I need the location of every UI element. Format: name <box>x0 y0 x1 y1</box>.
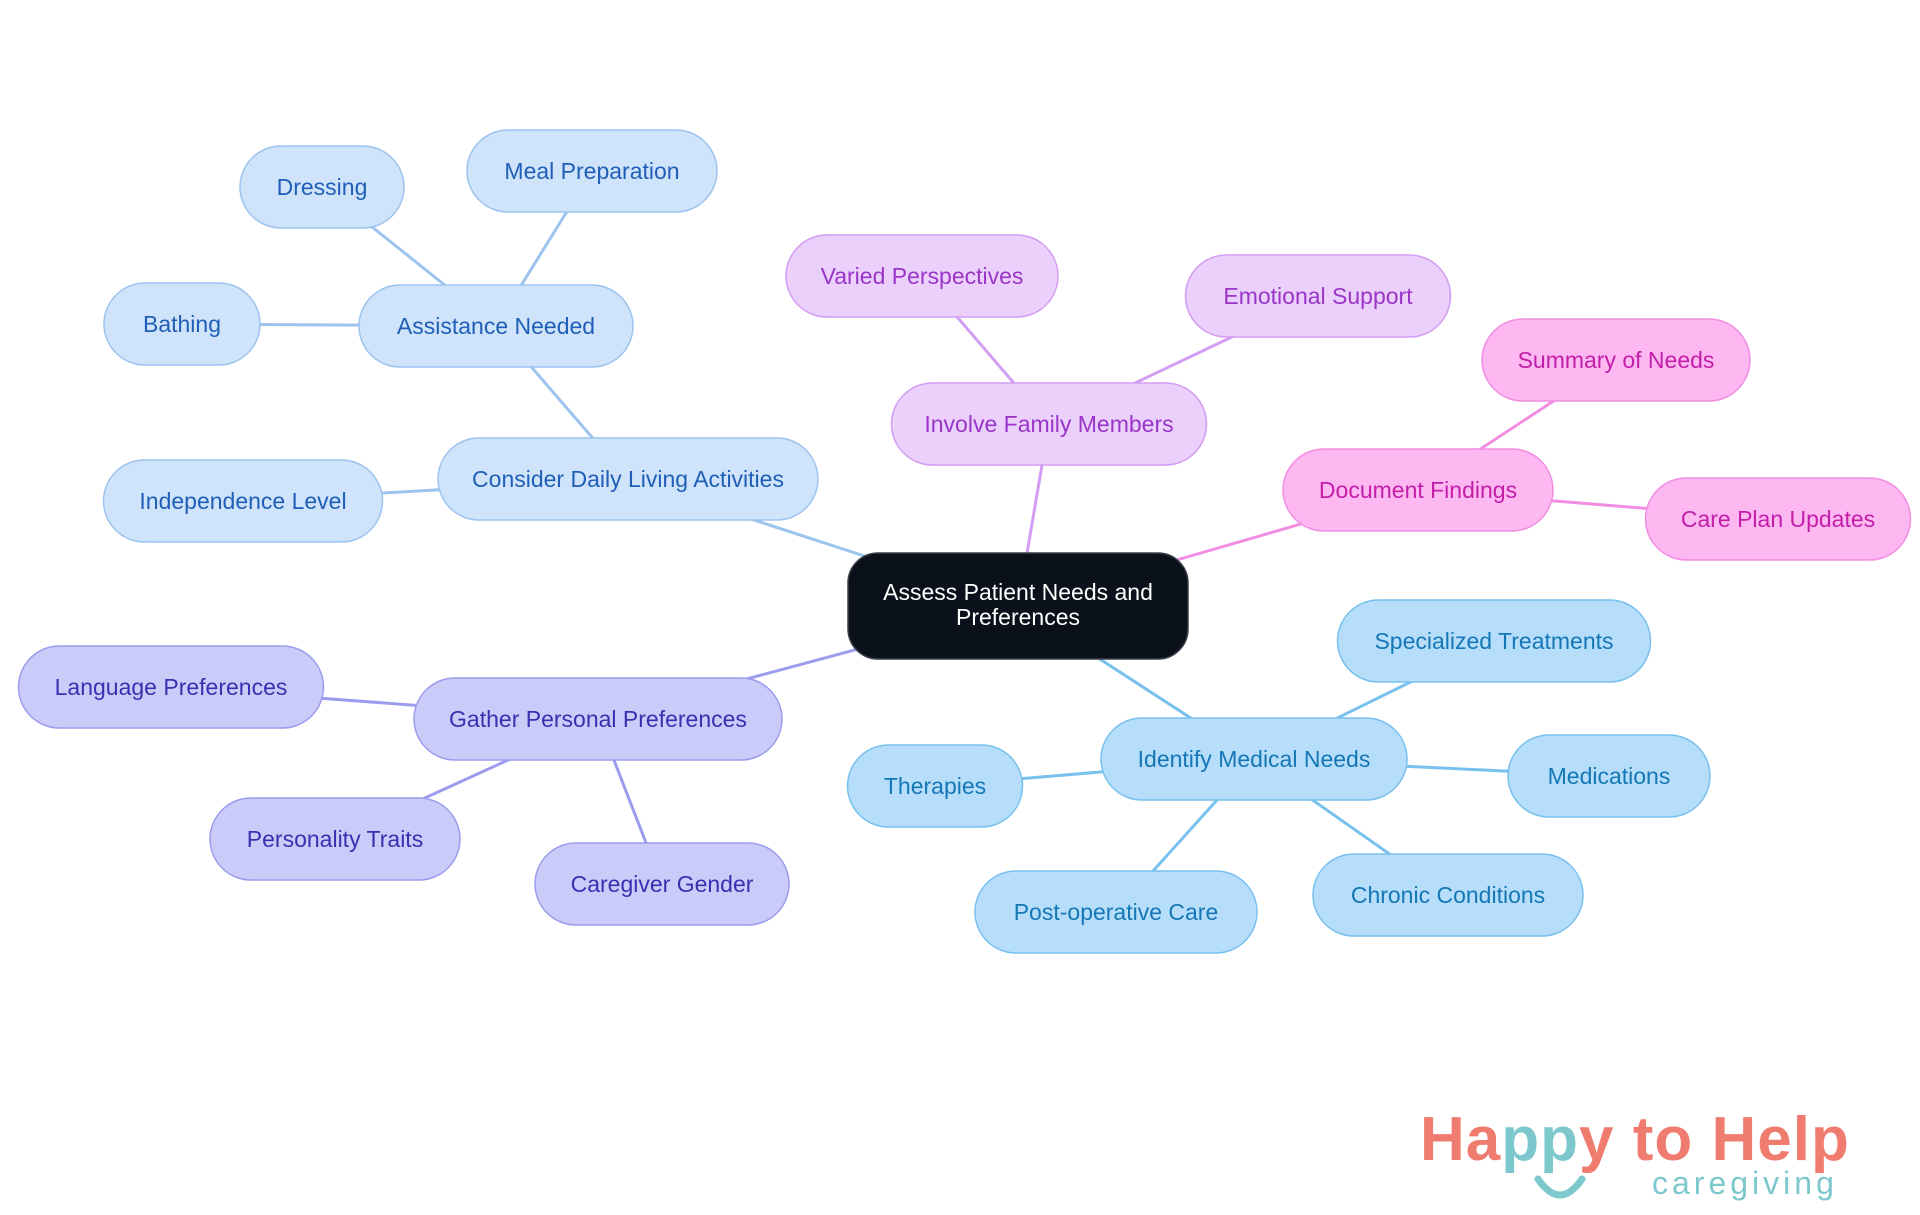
node-varied-perspectives: Varied Perspectives <box>785 234 1059 318</box>
node-summary-of-needs-label: Summary of Needs <box>1518 347 1715 373</box>
node-medications-label: Medications <box>1548 763 1671 789</box>
node-chronic-conditions: Chronic Conditions <box>1312 853 1584 937</box>
node-gather-personal-preferences-label: Gather Personal Preferences <box>449 706 747 732</box>
central-topic-label-line2: Preferences <box>956 604 1080 630</box>
node-summary-of-needs: Summary of Needs <box>1481 318 1751 402</box>
node-language-preferences: Language Preferences <box>17 645 325 729</box>
node-identify-medical-needs-label: Identify Medical Needs <box>1138 746 1371 772</box>
node-consider-daily-living-activities: Consider Daily Living Activities <box>437 437 819 521</box>
node-personality-traits-label: Personality Traits <box>247 826 423 852</box>
node-specialized-treatments: Specialized Treatments <box>1336 599 1652 683</box>
nodes: Consider Daily Living Activities Assistan… <box>17 129 1912 954</box>
node-meal-preparation-label: Meal Preparation <box>504 158 679 184</box>
node-dressing-shape <box>239 145 405 229</box>
node-consider-daily-living-activities-label: Consider Daily Living Activities <box>472 466 784 492</box>
node-involve-family-members-shape <box>890 382 1208 466</box>
node-identify-medical-needs: Identify Medical Needs <box>1100 717 1408 801</box>
node-specialized-treatments-shape <box>1336 599 1652 683</box>
node-identify-medical-needs-shape <box>1100 717 1408 801</box>
logo-subtitle: caregiving <box>1652 1165 1838 1201</box>
node-document-findings: Document Findings <box>1282 448 1554 532</box>
node-emotional-support-shape <box>1184 254 1452 338</box>
node-therapies-shape <box>846 744 1024 828</box>
node-summary-of-needs-shape <box>1481 318 1751 402</box>
node-language-preferences-shape <box>17 645 325 729</box>
central-topic-shape <box>847 552 1189 660</box>
node-gather-personal-preferences: Gather Personal Preferences <box>413 677 783 761</box>
company-logo: Happy to Help caregiving <box>1420 1105 1890 1215</box>
node-chronic-conditions-shape <box>1312 853 1584 937</box>
node-varied-perspectives-label: Varied Perspectives <box>821 263 1024 289</box>
node-personality-traits-shape <box>209 797 461 881</box>
node-emotional-support-label: Emotional Support <box>1223 283 1413 309</box>
node-care-plan-updates-label: Care Plan Updates <box>1681 506 1875 532</box>
node-emotional-support: Emotional Support <box>1184 254 1452 338</box>
node-personality-traits: Personality Traits <box>209 797 461 881</box>
node-dressing: Dressing <box>239 145 405 229</box>
node-independence-level-label: Independence Level <box>139 488 346 514</box>
node-caregiver-gender-shape <box>534 842 790 926</box>
node-caregiver-gender-label: Caregiver Gender <box>571 871 754 897</box>
node-bathing-shape <box>103 282 261 366</box>
node-involve-family-members: Involve Family Members <box>890 382 1208 466</box>
node-assistance-needed: Assistance Needed <box>358 284 634 368</box>
node-varied-perspectives-shape <box>785 234 1059 318</box>
node-chronic-conditions-label: Chronic Conditions <box>1351 882 1545 908</box>
node-independence-level: Independence Level <box>102 459 384 543</box>
node-bathing: Bathing <box>103 282 261 366</box>
node-care-plan-updates: Care Plan Updates <box>1644 477 1912 561</box>
node-language-preferences-label: Language Preferences <box>55 674 288 700</box>
node-care-plan-updates-shape <box>1644 477 1912 561</box>
logo-wordmark: Happy to Help <box>1420 1105 1850 1174</box>
node-post-operative-care-label: Post-operative Care <box>1014 899 1219 925</box>
smile-icon <box>1534 1175 1586 1199</box>
central-topic-label-line1: Assess Patient Needs and <box>883 579 1153 605</box>
node-post-operative-care-shape <box>974 870 1258 954</box>
node-therapies-label: Therapies <box>884 773 986 799</box>
node-document-findings-shape <box>1282 448 1554 532</box>
node-consider-daily-living-activities-shape <box>437 437 819 521</box>
node-assistance-needed-label: Assistance Needed <box>397 313 595 339</box>
node-caregiver-gender: Caregiver Gender <box>534 842 790 926</box>
node-meal-preparation: Meal Preparation <box>466 129 718 213</box>
node-medications: Medications <box>1507 734 1711 818</box>
node-assistance-needed-shape <box>358 284 634 368</box>
node-post-operative-care: Post-operative Care <box>974 870 1258 954</box>
node-bathing-label: Bathing <box>143 311 221 337</box>
node-therapies: Therapies <box>846 744 1024 828</box>
node-document-findings-label: Document Findings <box>1319 477 1517 503</box>
node-independence-level-shape <box>102 459 384 543</box>
node-dressing-label: Dressing <box>277 174 368 200</box>
node-meal-preparation-shape <box>466 129 718 213</box>
node-medications-shape <box>1507 734 1711 818</box>
node-involve-family-members-label: Involve Family Members <box>924 411 1173 437</box>
node-gather-personal-preferences-shape <box>413 677 783 761</box>
node-specialized-treatments-label: Specialized Treatments <box>1374 628 1613 654</box>
